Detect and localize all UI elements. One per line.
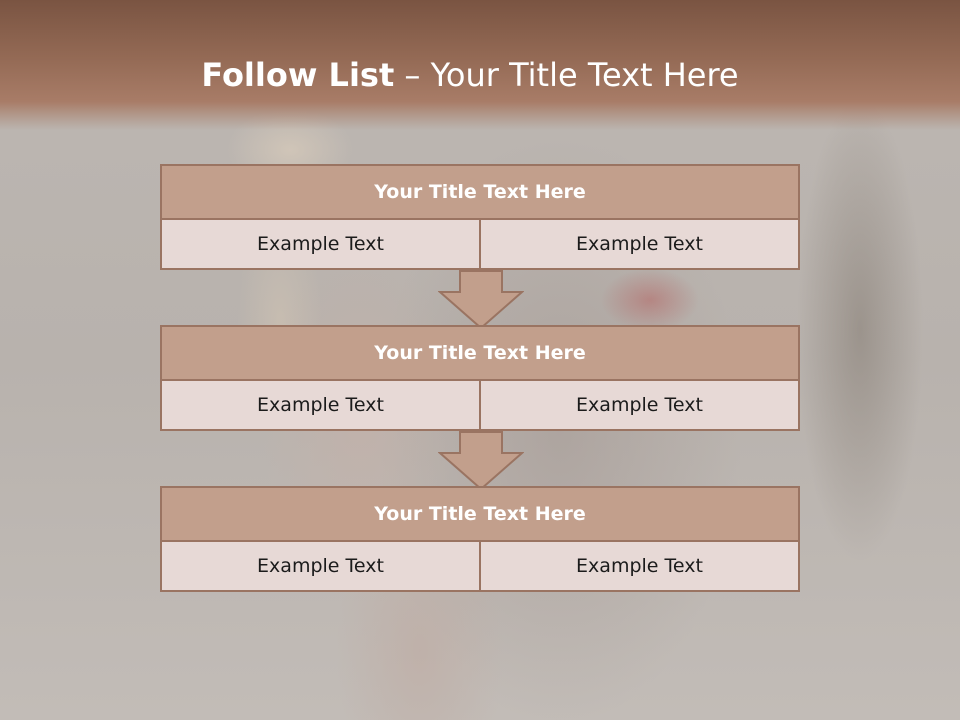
block-row: Example Text Example Text [160, 542, 800, 592]
block-title: Your Title Text Here [160, 486, 800, 542]
block-title: Your Title Text Here [160, 325, 800, 381]
list-block-2: Your Title Text Here Example Text Exampl… [160, 325, 800, 431]
block-title: Your Title Text Here [160, 164, 800, 220]
down-arrow-icon [438, 431, 524, 491]
block-cell-right: Example Text [481, 381, 800, 431]
block-cell-right: Example Text [481, 542, 800, 592]
title-band [0, 0, 960, 130]
block-cell-right: Example Text [481, 220, 800, 270]
block-cell-left: Example Text [160, 381, 481, 431]
block-row: Example Text Example Text [160, 381, 800, 431]
down-arrow-icon [438, 270, 524, 330]
block-cell-left: Example Text [160, 542, 481, 592]
slide-title-bold: Follow List [201, 56, 395, 94]
block-row: Example Text Example Text [160, 220, 800, 270]
slide-title: Follow List – Your Title Text Here [0, 52, 940, 98]
list-block-3: Your Title Text Here Example Text Exampl… [160, 486, 800, 592]
slide-title-rest: – Your Title Text Here [394, 56, 739, 94]
block-cell-left: Example Text [160, 220, 481, 270]
list-block-1: Your Title Text Here Example Text Exampl… [160, 164, 800, 270]
